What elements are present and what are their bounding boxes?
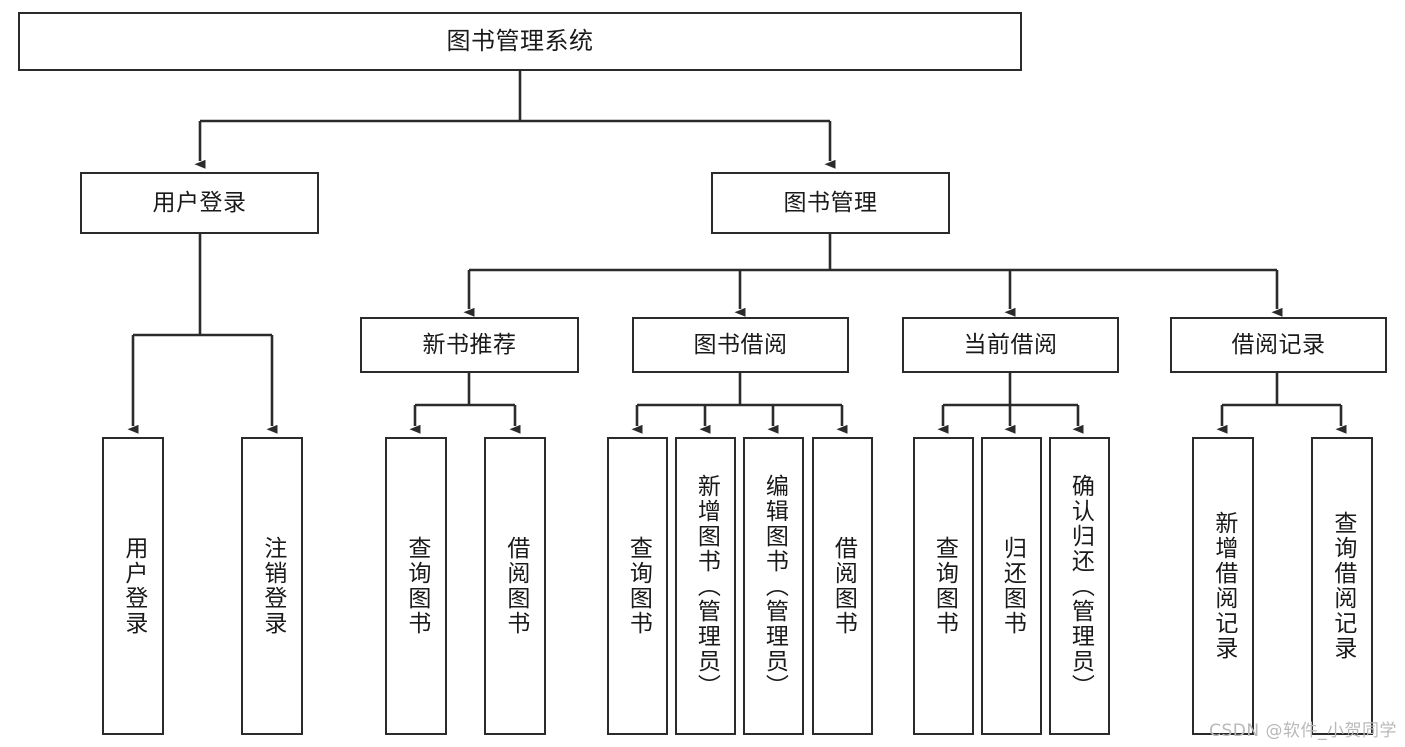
node-label: 归还图书 bbox=[999, 536, 1026, 636]
leaf-borrow-book-recommend[interactable]: 借阅图书 bbox=[484, 437, 546, 735]
node-label: 新书推荐 bbox=[422, 331, 517, 358]
node-label: 用户登录 bbox=[120, 536, 147, 636]
node-label: 注销登录 bbox=[259, 536, 286, 636]
node-borrow-record[interactable]: 借阅记录 bbox=[1170, 317, 1387, 373]
node-label: 查询图书 bbox=[625, 536, 652, 636]
node-label: 查询图书 bbox=[931, 536, 958, 636]
node-root-book-management-system[interactable]: 图书管理系统 bbox=[18, 12, 1022, 71]
node-label: 借阅记录 bbox=[1231, 331, 1326, 358]
leaf-user-login[interactable]: 用户登录 bbox=[102, 437, 164, 735]
node-label: 图书管理 bbox=[783, 189, 878, 216]
node-label: 借阅图书 bbox=[502, 536, 529, 636]
node-label: 用户登录 bbox=[152, 189, 247, 216]
node-label: 图书借阅 bbox=[693, 331, 788, 358]
leaf-return-book[interactable]: 归还图书 bbox=[981, 437, 1042, 735]
leaf-edit-book-admin[interactable]: 编辑图书（管理员） bbox=[743, 437, 804, 735]
leaf-query-book-recommend[interactable]: 查询图书 bbox=[385, 437, 447, 735]
leaf-query-borrow-record[interactable]: 查询借阅记录 bbox=[1311, 437, 1373, 735]
leaf-query-book-borrow[interactable]: 查询图书 bbox=[607, 437, 668, 735]
node-new-book-recommend[interactable]: 新书推荐 bbox=[360, 317, 579, 373]
node-label: 新增图书（管理员） bbox=[693, 473, 720, 699]
node-label: 查询借阅记录 bbox=[1329, 511, 1356, 661]
leaf-confirm-return-admin[interactable]: 确认归还（管理员） bbox=[1049, 437, 1110, 735]
leaf-query-book-current[interactable]: 查询图书 bbox=[913, 437, 974, 735]
node-book-management[interactable]: 图书管理 bbox=[711, 172, 950, 234]
node-label: 新增借阅记录 bbox=[1210, 511, 1237, 661]
csdn-watermark: CSDN @软件_小贺同学 bbox=[1209, 721, 1397, 741]
leaf-borrow-book[interactable]: 借阅图书 bbox=[812, 437, 873, 735]
leaf-logout[interactable]: 注销登录 bbox=[241, 437, 303, 735]
node-book-borrow[interactable]: 图书借阅 bbox=[632, 317, 849, 373]
node-label: 查询图书 bbox=[403, 536, 430, 636]
leaf-add-borrow-record[interactable]: 新增借阅记录 bbox=[1192, 437, 1254, 735]
leaf-add-book-admin[interactable]: 新增图书（管理员） bbox=[675, 437, 736, 735]
node-current-borrow[interactable]: 当前借阅 bbox=[902, 317, 1119, 373]
node-label: 确认归还（管理员） bbox=[1067, 473, 1094, 699]
node-user-login[interactable]: 用户登录 bbox=[80, 172, 319, 234]
node-label: 编辑图书（管理员） bbox=[761, 473, 788, 699]
node-label: 图书管理系统 bbox=[446, 26, 594, 55]
node-label: 当前借阅 bbox=[963, 331, 1058, 358]
node-label: 借阅图书 bbox=[830, 536, 857, 636]
